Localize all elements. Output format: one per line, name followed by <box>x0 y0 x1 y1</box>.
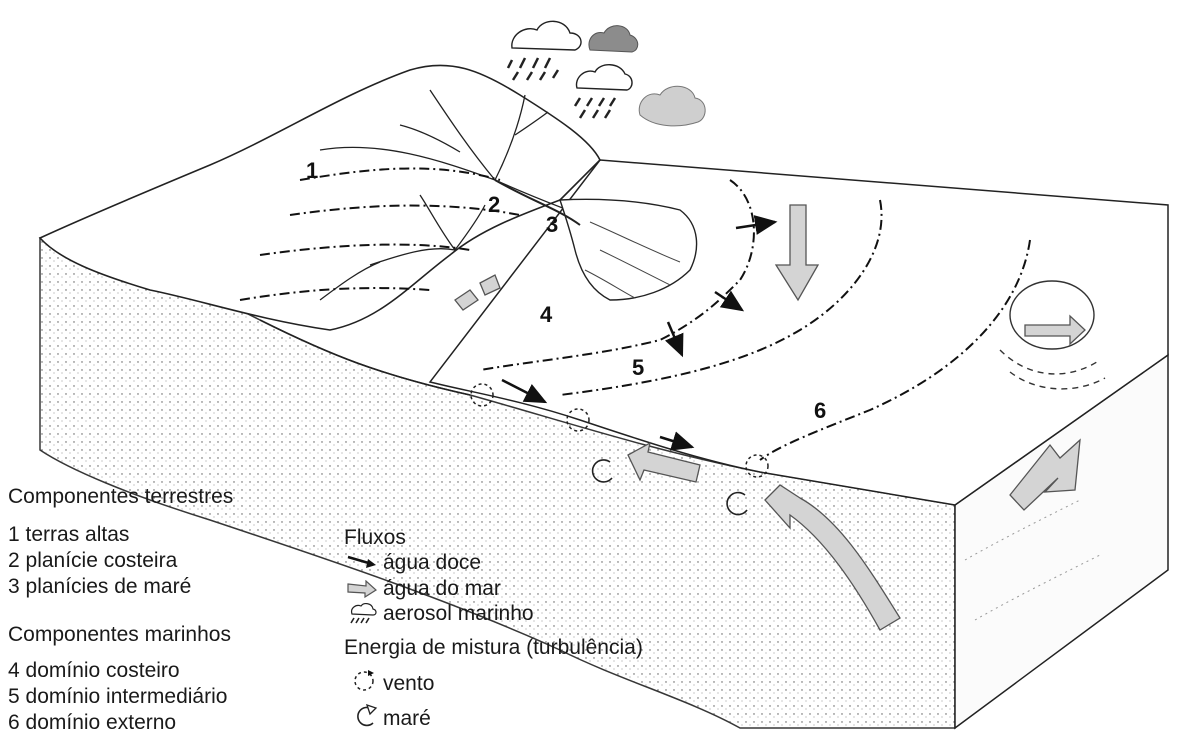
zone-number-2: 2 <box>488 192 500 218</box>
marine-item-5: 5 domínio intermediário <box>8 685 227 709</box>
marine-aerosol-icon <box>346 603 378 625</box>
zone-number-5: 5 <box>632 355 644 381</box>
cloud-grey-light <box>639 86 705 126</box>
flows-heading: Fluxos <box>344 526 406 550</box>
wind-mixing-icon <box>352 668 378 694</box>
tide-mixing-icon <box>352 703 380 729</box>
marine-item-4: 4 domínio costeiro <box>8 659 180 683</box>
terrestrial-item-2: 2 planície costeira <box>8 549 177 573</box>
cloud-grey-dark <box>589 26 638 52</box>
seawater-arrow-icon <box>346 580 378 598</box>
zone-number-1: 1 <box>306 158 318 184</box>
cloud-rain-2 <box>575 65 632 118</box>
terrestrial-item-1: 1 terras altas <box>8 523 129 547</box>
mixing-tide-label: maré <box>383 707 431 731</box>
terrestrial-item-3: 3 planícies de maré <box>8 575 191 599</box>
flow-seawater-label: água do mar <box>383 577 501 601</box>
zone-number-3: 3 <box>546 212 558 238</box>
fresh-water-arrow-icon <box>346 553 378 569</box>
mixing-heading: Energia de mistura (turbulência) <box>344 636 643 660</box>
cloud-rain-1 <box>508 21 581 80</box>
zone-number-4: 4 <box>540 302 552 328</box>
flow-aerosol-label: aerosol marinho <box>383 602 534 626</box>
flow-fresh-water-label: água doce <box>383 551 481 575</box>
marine-item-6: 6 domínio externo <box>8 711 176 735</box>
marine-heading: Componentes marinhos <box>8 623 231 647</box>
zone-number-6: 6 <box>814 398 826 424</box>
terrestrial-heading: Componentes terrestres <box>8 485 233 509</box>
mixing-wind-label: vento <box>383 672 434 696</box>
